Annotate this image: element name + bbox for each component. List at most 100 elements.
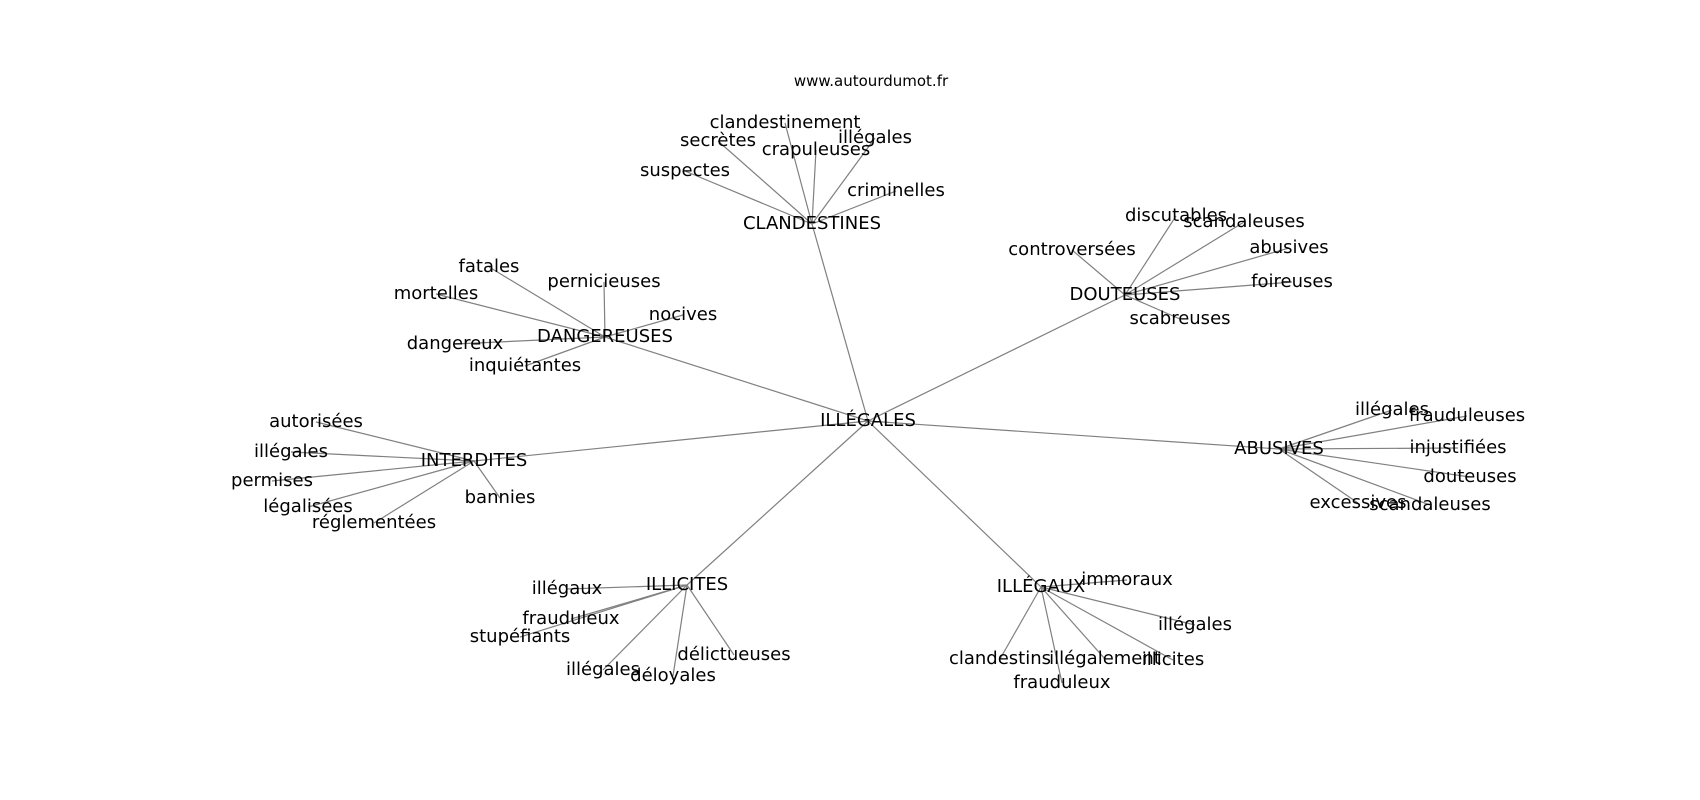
edge-3-1	[290, 451, 475, 462]
edge-0-0	[784, 122, 813, 225]
leaf-node[interactable]: discutables	[1125, 205, 1227, 226]
edge-2-4	[454, 336, 606, 345]
leaf-node[interactable]: abusives	[1249, 237, 1328, 258]
edge-5-2	[519, 584, 688, 638]
leaf-node[interactable]: légalisées	[263, 496, 352, 517]
edge-4-4	[1278, 448, 1359, 504]
edge-6-2	[999, 586, 1042, 660]
hub-node[interactable]: ILLÉGAUX	[997, 575, 1086, 597]
edge-6-3	[1040, 586, 1106, 660]
leaf-node[interactable]: autorisées	[269, 411, 363, 432]
edge-1-2	[1071, 249, 1126, 296]
leaf-node[interactable]: illégaux	[532, 578, 603, 599]
leaf-node[interactable]: frauduleux	[1013, 672, 1110, 693]
edge-5-3	[602, 584, 688, 671]
edge-6-1	[1040, 586, 1196, 626]
leaf-node[interactable]: injustifiées	[1409, 437, 1506, 458]
edge-3-5	[473, 460, 501, 499]
leaf-node[interactable]: bannies	[465, 487, 536, 508]
edge-4-0	[1278, 409, 1393, 450]
leaf-node[interactable]: illicites	[1142, 649, 1204, 670]
edge-0-4	[684, 170, 813, 225]
leaf-node[interactable]: suspectes	[640, 160, 730, 181]
leaf-node[interactable]: foireuses	[1251, 271, 1333, 292]
edge-1-1	[1124, 221, 1245, 296]
leaf-node[interactable]: clandestins	[949, 648, 1051, 669]
edge-2-0	[488, 266, 606, 338]
leaf-node[interactable]: inquiétantes	[469, 355, 581, 376]
labels-layer: ILLÉGALES CLANDESTINES clandestinementsecr…	[231, 112, 1525, 693]
edge-2-1	[603, 281, 606, 338]
leaf-node[interactable]: excessives	[1310, 492, 1407, 513]
leaf-node[interactable]: illégalement	[1049, 648, 1161, 669]
leaf-node[interactable]: scabreuses	[1129, 308, 1230, 329]
edge-1-5	[1124, 294, 1181, 320]
leaf-node[interactable]: illégales	[566, 659, 640, 680]
edge-4-3	[1278, 448, 1471, 478]
leaf-node[interactable]: douteuses	[1423, 466, 1516, 487]
edge-0-3	[811, 137, 876, 225]
leaf-node[interactable]: scandaleuses	[1183, 211, 1304, 232]
edge-root-to-5	[686, 420, 869, 586]
edge-0-5	[811, 190, 897, 225]
leaf-node[interactable]: stupéfiants	[470, 626, 571, 647]
leaf-node[interactable]: délictueuses	[677, 644, 790, 665]
leaf-node[interactable]: criminelles	[847, 180, 945, 201]
leaf-node[interactable]: réglementées	[312, 512, 436, 533]
edge-3-3	[307, 460, 475, 508]
hub-node[interactable]: INTERDITES	[421, 450, 528, 471]
edges-layer	[271, 122, 1471, 684]
leaf-node[interactable]: illégales	[838, 127, 912, 148]
edge-5-0	[566, 584, 688, 590]
leaf-node[interactable]: frauduleux	[522, 608, 619, 629]
hub-node[interactable]: ILLICITES	[646, 574, 728, 595]
edge-0-2	[811, 149, 817, 225]
leaf-node[interactable]: secrètes	[680, 130, 756, 151]
edge-3-2	[271, 460, 475, 482]
leaf-node[interactable]: dangereux	[407, 333, 504, 354]
edge-4-1	[1278, 415, 1468, 450]
edge-5-4	[672, 584, 688, 677]
edge-3-4	[373, 460, 475, 524]
hub-node[interactable]: DOUTEUSES	[1070, 284, 1181, 305]
leaf-node[interactable]: frauduleuses	[1409, 405, 1525, 426]
hub-node[interactable]: CLANDESTINES	[743, 213, 881, 234]
leaf-node[interactable]: clandestinement	[710, 112, 861, 133]
leaf-node[interactable]: permises	[231, 470, 313, 491]
hub-node[interactable]: ABUSIVES	[1234, 438, 1324, 459]
leaf-node[interactable]: illégales	[1158, 614, 1232, 635]
leaf-node[interactable]: scandaleuses	[1369, 494, 1490, 515]
leaf-node[interactable]: nocives	[649, 304, 717, 325]
site-title: www.autourdumot.fr	[793, 72, 949, 90]
root-node[interactable]: ILLÉGALES	[820, 409, 916, 431]
edge-root-to-2	[604, 336, 869, 422]
leaf-node[interactable]: déloyales	[630, 665, 716, 686]
leaf-node[interactable]: mortelles	[394, 283, 479, 304]
edge-root-to-6	[867, 420, 1042, 588]
edge-5-5	[686, 584, 735, 656]
edge-root-to-1	[867, 294, 1126, 422]
edge-2-2	[435, 293, 606, 338]
edge-3-0	[315, 421, 475, 462]
leaf-node[interactable]: fatales	[459, 256, 520, 277]
edge-root-to-3	[473, 420, 869, 462]
leaf-node[interactable]: illégales	[1355, 399, 1429, 420]
edge-4-2	[1278, 447, 1459, 450]
edge-2-5	[524, 336, 606, 367]
edge-6-4	[1040, 586, 1174, 661]
leaf-node[interactable]: pernicieuses	[547, 271, 660, 292]
hub-node[interactable]: DANGEREUSES	[537, 326, 673, 347]
edge-1-0	[1124, 215, 1177, 296]
edge-6-0	[1040, 579, 1128, 588]
edge-root-to-4	[867, 420, 1280, 450]
leaf-node[interactable]: controversées	[1008, 239, 1135, 260]
edge-2-3	[604, 314, 684, 338]
edge-1-4	[1124, 281, 1293, 296]
edge-0-1	[717, 140, 813, 225]
edge-root-to-0	[811, 223, 869, 422]
leaf-node[interactable]: crapuleuses	[762, 139, 870, 160]
edge-4-5	[1278, 448, 1431, 506]
leaf-node[interactable]: immoraux	[1081, 569, 1173, 590]
leaf-node[interactable]: illégales	[254, 441, 328, 462]
